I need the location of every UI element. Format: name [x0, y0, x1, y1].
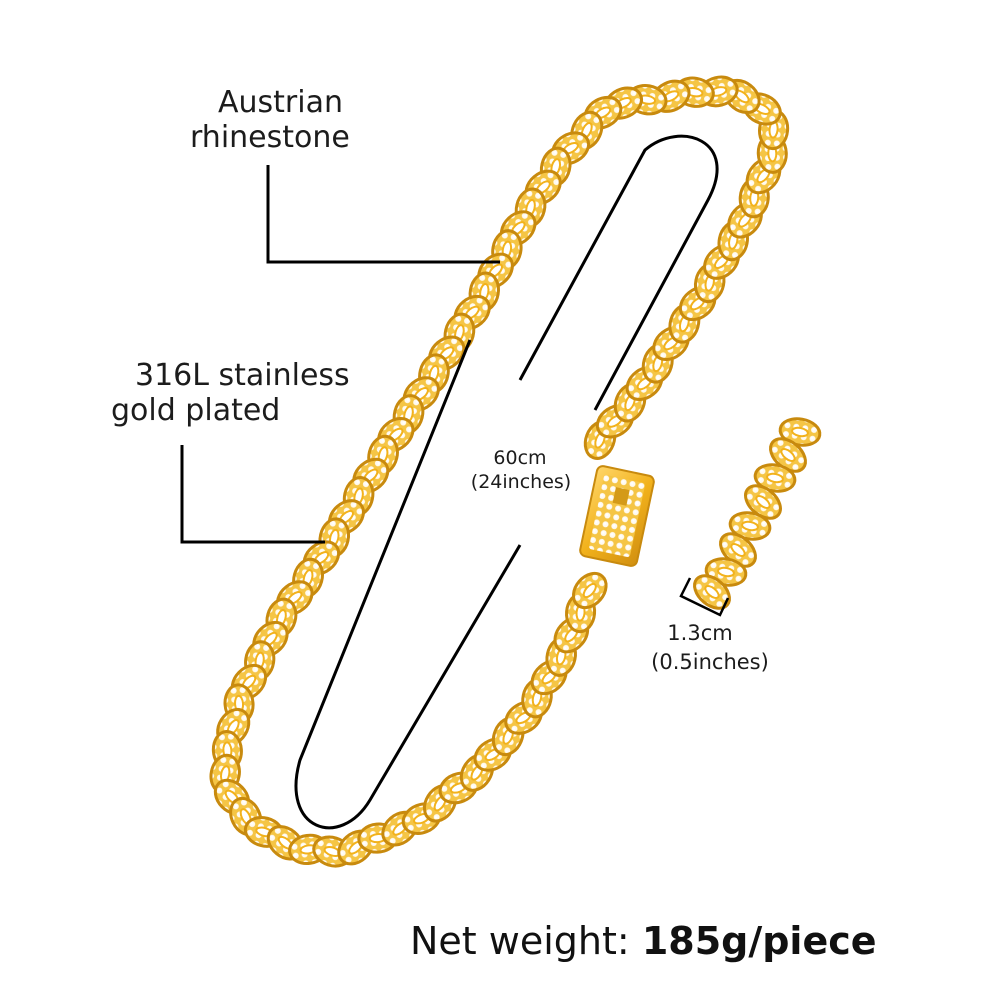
steel-label-line2: gold plated: [111, 393, 281, 428]
box-clasp: [579, 465, 655, 567]
net-weight: Net weight: 185g/piece: [410, 918, 877, 964]
width-bracket: [679, 577, 730, 617]
sample-link: [744, 484, 782, 520]
steel-callout-line: [180, 445, 325, 544]
rhinestone-label-line2: rhinestone: [190, 120, 350, 155]
sample-link: [728, 511, 772, 541]
chain-necklace: [209, 75, 790, 868]
net-weight-label: Net weight:: [410, 919, 630, 963]
chain-link: [571, 571, 608, 610]
length-inches: (24inches): [470, 471, 572, 493]
length-value: 60cm: [493, 447, 547, 469]
steel-label-line1: 316L stainless: [135, 358, 350, 393]
width-value: 1.3cm: [667, 621, 733, 645]
sample-link: [693, 574, 731, 610]
sample-link: [769, 437, 807, 473]
length-measure-line-lower: [294, 339, 522, 830]
rhinestone-label-line1: Austrian: [218, 85, 343, 120]
rhinestone-callout-line: [266, 165, 500, 264]
length-measure-line: [518, 134, 719, 411]
width-inches: (0.5inches): [651, 650, 769, 674]
sample-link: [753, 463, 797, 493]
net-weight-value: 185g/piece: [641, 919, 877, 963]
chain-sample-piece: [693, 417, 822, 610]
